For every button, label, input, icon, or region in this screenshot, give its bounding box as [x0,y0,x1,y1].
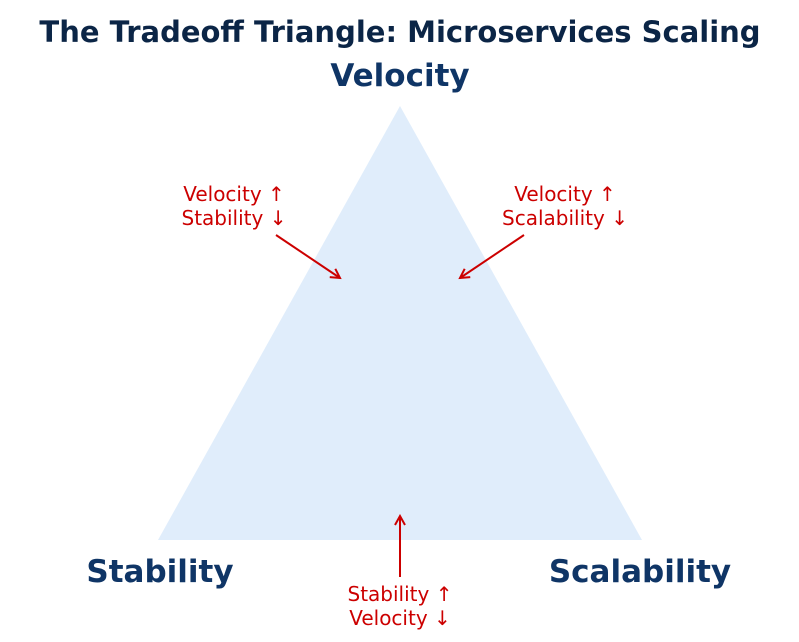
annotation-line: Stability ↑ [348,582,453,606]
annotation-left-edge: Velocity ↑ Stability ↓ [182,182,340,278]
vertex-label-right: Scalability [549,554,731,590]
vertex-label-left: Stability [86,554,233,590]
arrow-icon [460,234,525,278]
arrow-icon [275,234,340,278]
triangle [158,106,642,540]
annotation-bottom-edge: Stability ↑ Velocity ↓ [348,516,453,630]
annotation-right-edge: Velocity ↑ Scalability ↓ [460,182,628,278]
annotation-line: Stability ↓ [182,206,287,230]
annotation-line: Velocity ↑ [183,182,285,206]
annotation-line: Velocity ↑ [514,182,616,206]
vertex-label-top: Velocity [330,58,469,94]
diagram-title: The Tradeoff Triangle: Microservices Sca… [39,15,760,49]
annotation-line: Velocity ↓ [349,606,451,630]
annotation-line: Scalability ↓ [502,206,628,230]
